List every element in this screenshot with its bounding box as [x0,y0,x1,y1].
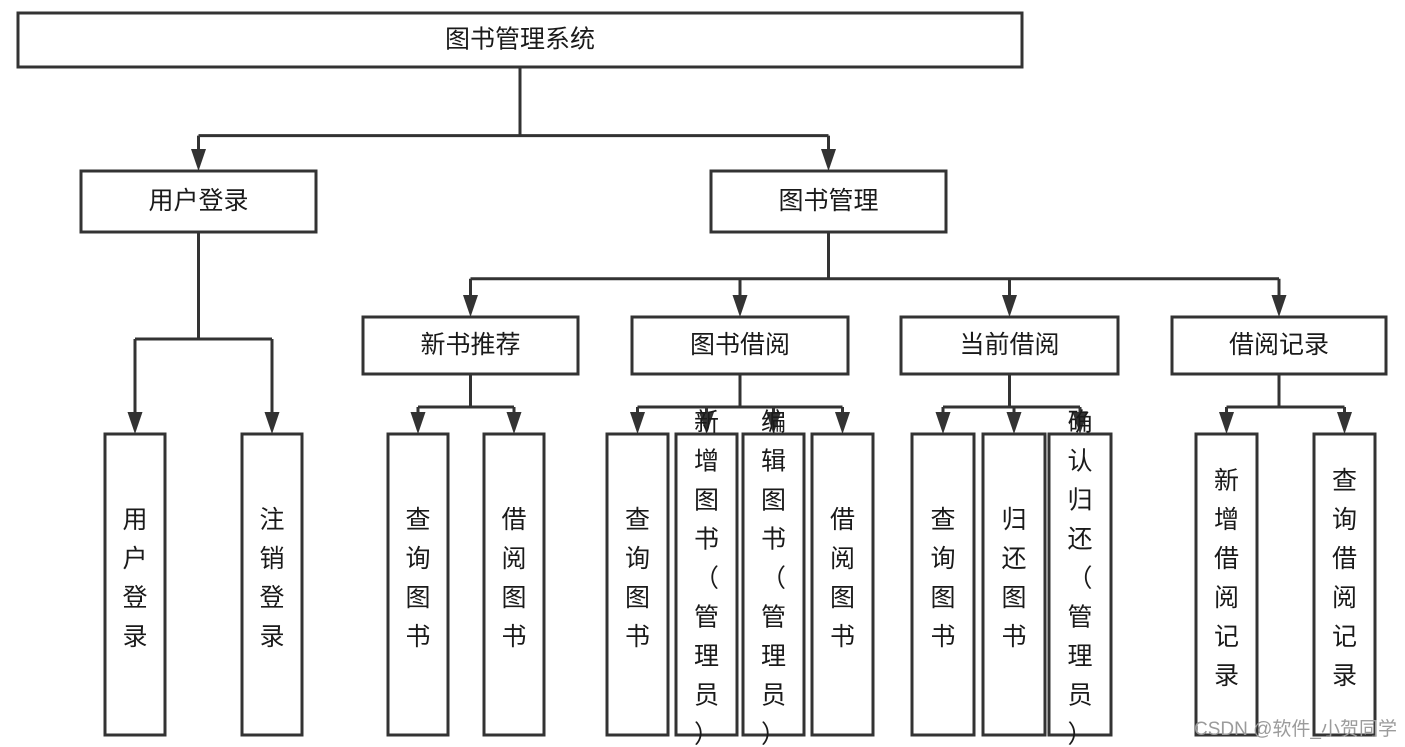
arrow-head-icon [1337,412,1352,434]
node-box-leaf-add-borrow-record [1194,432,1259,737]
node-label-leaf-return-book: 归还图书 [1001,506,1026,651]
arrow-head-icon [463,295,478,317]
arrow-head-icon [835,412,850,434]
node-label-current-borrow: 当前借阅 [959,331,1059,359]
node-leaf-query-book-1[interactable]: 查询图书 [386,432,450,737]
node-box-current-borrow [899,315,1120,376]
arrow-head-icon [630,412,645,434]
node-label-leaf-query-book-3: 查询图书 [930,506,955,651]
arrow-head-icon [1006,412,1022,434]
node-leaf-return-book[interactable]: 归还图书 [981,432,1047,737]
node-leaf-borrow-book-2[interactable]: 借阅图书 [810,432,875,737]
edge-layer [127,67,1352,434]
node-label-leaf-user-login: 用户登录 [122,506,147,651]
arrow-head-icon [935,412,951,434]
node-root[interactable]: 图书管理系统 [16,11,1024,69]
edge-group-book-management [463,232,1287,317]
node-leaf-add-borrow-record[interactable]: 新增借阅记录 [1194,432,1259,737]
node-leaf-query-book-2[interactable]: 查询图书 [605,432,670,737]
node-box-user-login [79,169,318,234]
node-user-login[interactable]: 用户登录 [79,169,318,234]
node-label-leaf-borrow-book-2: 借阅图书 [830,506,855,651]
node-layer: 图书管理系统用户登录图书管理新书推荐图书借阅当前借阅借阅记录用户登录注销登录查询… [16,11,1388,747]
node-box-leaf-add-book [674,432,739,737]
node-label-leaf-add-borrow-record: 新增借阅记录 [1214,467,1239,690]
node-label-user-login: 用户登录 [148,187,248,215]
node-box-borrow-record [1170,315,1388,376]
edge-group-user-login [127,232,280,434]
node-current-borrow[interactable]: 当前借阅 [899,315,1120,376]
node-leaf-confirm-return[interactable]: 确认归还（管理员） [1047,409,1113,747]
node-box-book-management [709,169,948,234]
node-box-leaf-borrow-book-2 [810,432,875,737]
node-leaf-query-book-3[interactable]: 查询图书 [910,432,976,737]
node-box-leaf-user-logout [240,432,304,737]
node-box-new-book-recommend [361,315,580,376]
edge-group-book-borrow [630,374,850,434]
node-leaf-borrow-book-1[interactable]: 借阅图书 [482,432,546,737]
node-box-book-borrow [630,315,850,376]
node-box-leaf-return-book [981,432,1047,737]
arrow-head-icon [699,412,714,434]
node-box-leaf-edit-book [741,432,806,737]
node-label-new-book-recommend: 新书推荐 [420,331,520,359]
arrow-head-icon [1072,412,1088,434]
node-label-leaf-confirm-return: 确认归还（管理员） [1067,409,1092,747]
node-box-leaf-confirm-return [1047,432,1113,737]
node-box-leaf-borrow-book-1 [482,432,546,737]
node-box-leaf-query-book-1 [386,432,450,737]
node-label-leaf-query-book-1: 查询图书 [405,506,430,651]
arrow-head-icon [821,149,836,171]
node-leaf-edit-book[interactable]: 编辑图书（管理员） [741,409,806,747]
arrow-head-icon [191,149,206,171]
node-label-book-borrow: 图书借阅 [690,331,790,359]
node-label-leaf-edit-book: 编辑图书（管理员） [761,409,786,747]
arrow-head-icon [506,412,522,434]
node-new-book-recommend[interactable]: 新书推荐 [361,315,580,376]
node-book-borrow[interactable]: 图书借阅 [630,315,850,376]
node-borrow-record[interactable]: 借阅记录 [1170,315,1388,376]
node-label-leaf-query-book-2: 查询图书 [625,506,650,651]
node-label-leaf-query-borrow-record: 查询借阅记录 [1332,467,1357,690]
node-label-leaf-add-book: 新增图书（管理员） [694,409,719,747]
node-label-leaf-borrow-book-1: 借阅图书 [501,506,526,651]
node-leaf-query-borrow-record[interactable]: 查询借阅记录 [1312,432,1377,737]
node-box-leaf-user-login [103,432,167,737]
node-label-book-management: 图书管理 [778,187,878,215]
arrow-head-icon [1271,295,1287,317]
node-leaf-add-book[interactable]: 新增图书（管理员） [674,409,739,747]
arrow-head-icon [766,412,781,434]
edge-group-current-borrow [935,374,1088,434]
edge-group-new-book-recommend [410,374,522,434]
arrow-head-icon [1219,412,1234,434]
node-box-leaf-query-borrow-record [1312,432,1377,737]
node-label-leaf-user-logout: 注销登录 [259,506,284,651]
node-leaf-user-logout[interactable]: 注销登录 [240,432,304,737]
edge-group-root [191,67,836,171]
node-box-leaf-query-book-3 [910,432,976,737]
arrow-head-icon [410,412,426,434]
arrow-head-icon [1002,295,1017,317]
arrow-head-icon [264,412,280,434]
node-box-leaf-query-book-2 [605,432,670,737]
arrow-head-icon [127,412,143,434]
arrow-head-icon [732,295,748,317]
node-box-root [16,11,1024,69]
node-book-management[interactable]: 图书管理 [709,169,948,234]
edge-group-borrow-record [1219,374,1352,434]
node-label-borrow-record: 借阅记录 [1229,331,1329,359]
node-label-root: 图书管理系统 [445,26,595,54]
node-leaf-user-login[interactable]: 用户登录 [103,432,167,737]
